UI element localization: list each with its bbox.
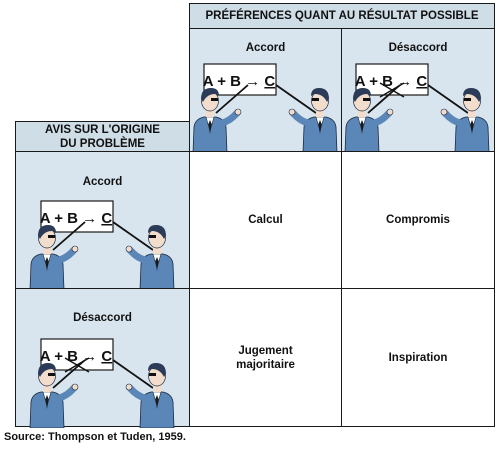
svg-text:A + B → C: A + B → C: [355, 73, 428, 90]
column-desaccord-cell: Désaccord A + B → C: [341, 28, 495, 153]
row-accord-label: Accord: [82, 176, 123, 188]
outcome-calcul-text: Calcul: [248, 214, 283, 226]
outcome-inspiration-text: Inspiration: [388, 351, 448, 364]
column-accord-cell: Accord A + B → C: [189, 28, 342, 153]
column-header: PRÉFÉRENCES QUANT AU RÉSULTAT POSSIBLE: [189, 3, 495, 29]
outcome-jugement-line-2: majoritaire: [236, 358, 295, 371]
outcome-jugement-line-1: Jugement: [238, 344, 293, 357]
row-desaccord-label: Désaccord: [73, 312, 132, 324]
outcome-compromis-text: Compromis: [386, 214, 450, 226]
column-header-text: PRÉFÉRENCES QUANT AU RÉSULTAT POSSIBLE: [205, 10, 479, 22]
row-desaccord-cell: Désaccord A + B → C: [15, 288, 190, 428]
column-desaccord-illustration: A + B → C: [344, 63, 490, 153]
svg-text:A + B → C: A + B → C: [203, 73, 276, 90]
row-accord-cell: Accord A + B → C: [15, 151, 190, 290]
outcome-calcul: Calcul: [189, 151, 342, 289]
outcome-compromis: Compromis: [341, 151, 495, 289]
svg-text:A + B → C: A + B → C: [40, 210, 113, 227]
outcome-inspiration: Inspiration: [341, 288, 495, 427]
row-accord-illustration: A + B → C: [29, 200, 175, 290]
row-header: AVIS SUR L'ORIGINE DU PROBLÈME: [15, 121, 190, 152]
source-note: Source: Thompson et Tuden, 1959.: [4, 431, 186, 443]
row-desaccord-illustration: A + B → C: [29, 338, 175, 428]
outcome-jugement-majoritaire: Jugement majoritaire: [189, 288, 342, 427]
svg-text:A + B → C: A + B → C: [40, 348, 113, 365]
row-header-line-1: AVIS SUR L'ORIGINE: [45, 123, 160, 136]
column-accord-label: Accord: [245, 42, 286, 54]
row-header-line-2: DU PROBLÈME: [60, 137, 145, 150]
column-accord-illustration: A + B → C: [192, 63, 338, 153]
column-desaccord-label: Désaccord: [388, 42, 448, 54]
